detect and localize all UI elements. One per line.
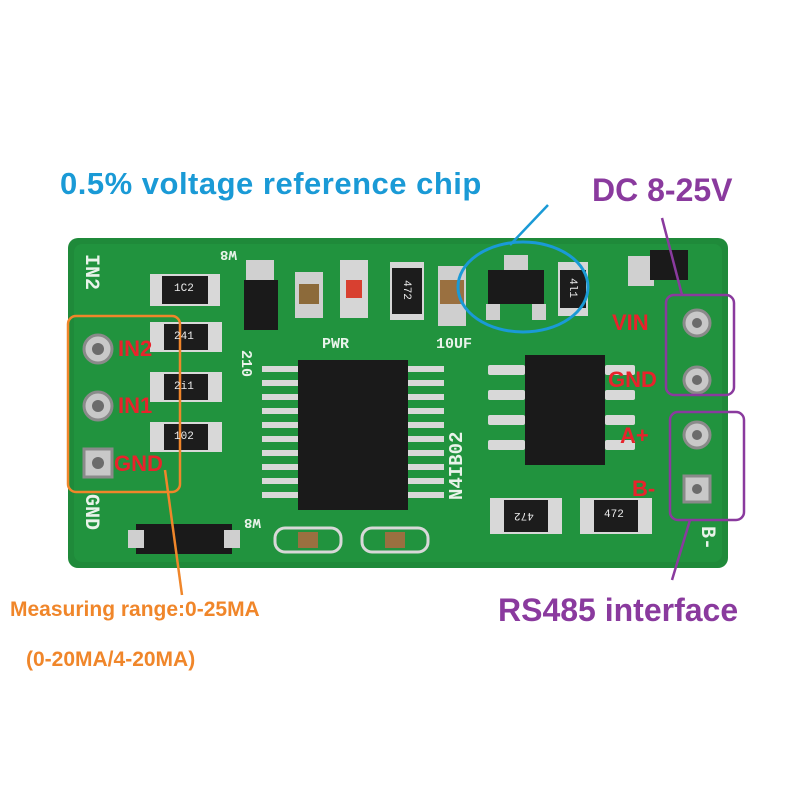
vref-leader [509,204,549,246]
silk-gnd: GND [79,494,102,531]
vref-callout: 0.5% voltage reference chip [60,166,482,201]
silk-w8-top: W8 [220,246,237,262]
pin-label-gnd-right: GND [608,367,657,392]
silk-in2: IN2 [79,254,102,291]
range-leader [163,469,184,596]
pin-label-a-plus: A+ [620,423,649,448]
left-pins-highlight [66,314,182,494]
smd-parts-bottom [128,498,652,554]
smd-resistors-left [150,322,222,452]
pin-label-in2: IN2 [118,336,153,361]
silk-pwr: PWR [322,336,350,353]
marking-472-b1: 472 [514,509,534,521]
pin-label-b-minus: B- [632,476,656,501]
voltage-reference-chip [486,255,546,320]
range-callout-line2: (0-20MA/4-20MA) [26,648,196,671]
pin-label-in1: IN1 [118,393,153,418]
right-pin-header [682,308,712,504]
marking-2i1: 2i1 [174,381,194,393]
silk-r210: 210 [237,350,254,378]
left-pin-header [82,333,114,479]
silk-board-id: N4IB02 [446,431,468,500]
marking-1c2: 1C2 [174,283,194,295]
silk-cap: 10UF [436,336,473,353]
pin-label-gnd-left: GND [114,451,163,476]
range-callout-line1: Measuring range:0-25MA [10,598,260,621]
power-leader [660,217,684,296]
rs485-ic [488,355,635,465]
rs485-leader [670,519,692,581]
silk-w8-bottom: W8 [244,514,261,530]
main-ic [262,360,444,510]
vref-highlight [456,240,590,334]
rs485-pins-highlight [668,410,746,522]
rs485-callout: RS485 interface [498,592,739,628]
power-pins-highlight [664,293,736,397]
pin-label-vin: VIN [612,310,649,335]
marking-472-b2: 472 [604,509,624,521]
smd-parts-top [150,250,688,330]
silk-b: B- [695,526,718,551]
marking-102: 102 [174,431,194,443]
marking-241: 241 [174,331,194,343]
marking-472-top: 472 [399,280,412,300]
marking-right: 4l1 [565,278,578,298]
power-callout: DC 8-25V [592,172,733,208]
